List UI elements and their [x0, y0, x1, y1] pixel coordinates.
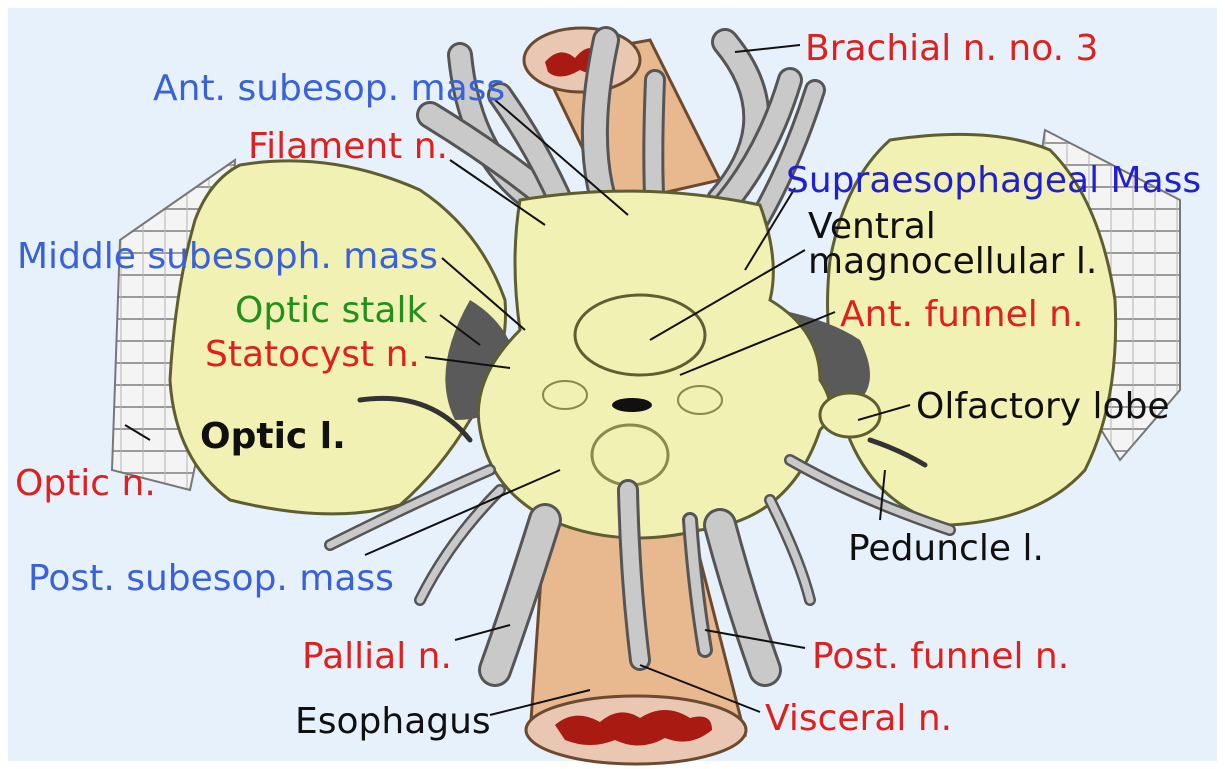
label-ventral-magnocellular-line2: magnocellular l.	[808, 241, 1097, 282]
olfactory-lobe-shape	[820, 393, 880, 437]
label-esophagus: Esophagus	[295, 701, 491, 742]
label-optic-stalk: Optic stalk	[235, 290, 427, 331]
label-supraesophageal-mass: Supraesophageal Mass	[786, 160, 1201, 201]
label-brachial-n: Brachial n. no. 3	[805, 28, 1098, 69]
label-optic-n: Optic n.	[15, 463, 156, 504]
label-post-subesop-mass: Post. subesop. mass	[28, 558, 394, 599]
label-peduncle-l: Peduncle l.	[848, 528, 1044, 569]
label-pallial-n: Pallial n.	[302, 636, 452, 677]
ventral-magnocellular-lobe	[575, 295, 705, 375]
label-filament-n: Filament n.	[248, 126, 448, 167]
label-visceral-n: Visceral n.	[765, 698, 952, 739]
label-optic-l: Optic l.	[200, 416, 346, 457]
label-ant-subesop-mass: Ant. subesop. mass	[153, 68, 505, 109]
label-post-funnel-n: Post. funnel n.	[812, 636, 1069, 677]
label-ant-funnel-n: Ant. funnel n.	[840, 294, 1083, 335]
esophageal-foramen	[612, 398, 652, 412]
label-statocyst-n: Statocyst n.	[205, 334, 420, 375]
label-olfactory-lobe: Olfactory lobe	[916, 386, 1170, 427]
label-middle-subesoph-mass: Middle subesoph. mass	[17, 236, 438, 277]
